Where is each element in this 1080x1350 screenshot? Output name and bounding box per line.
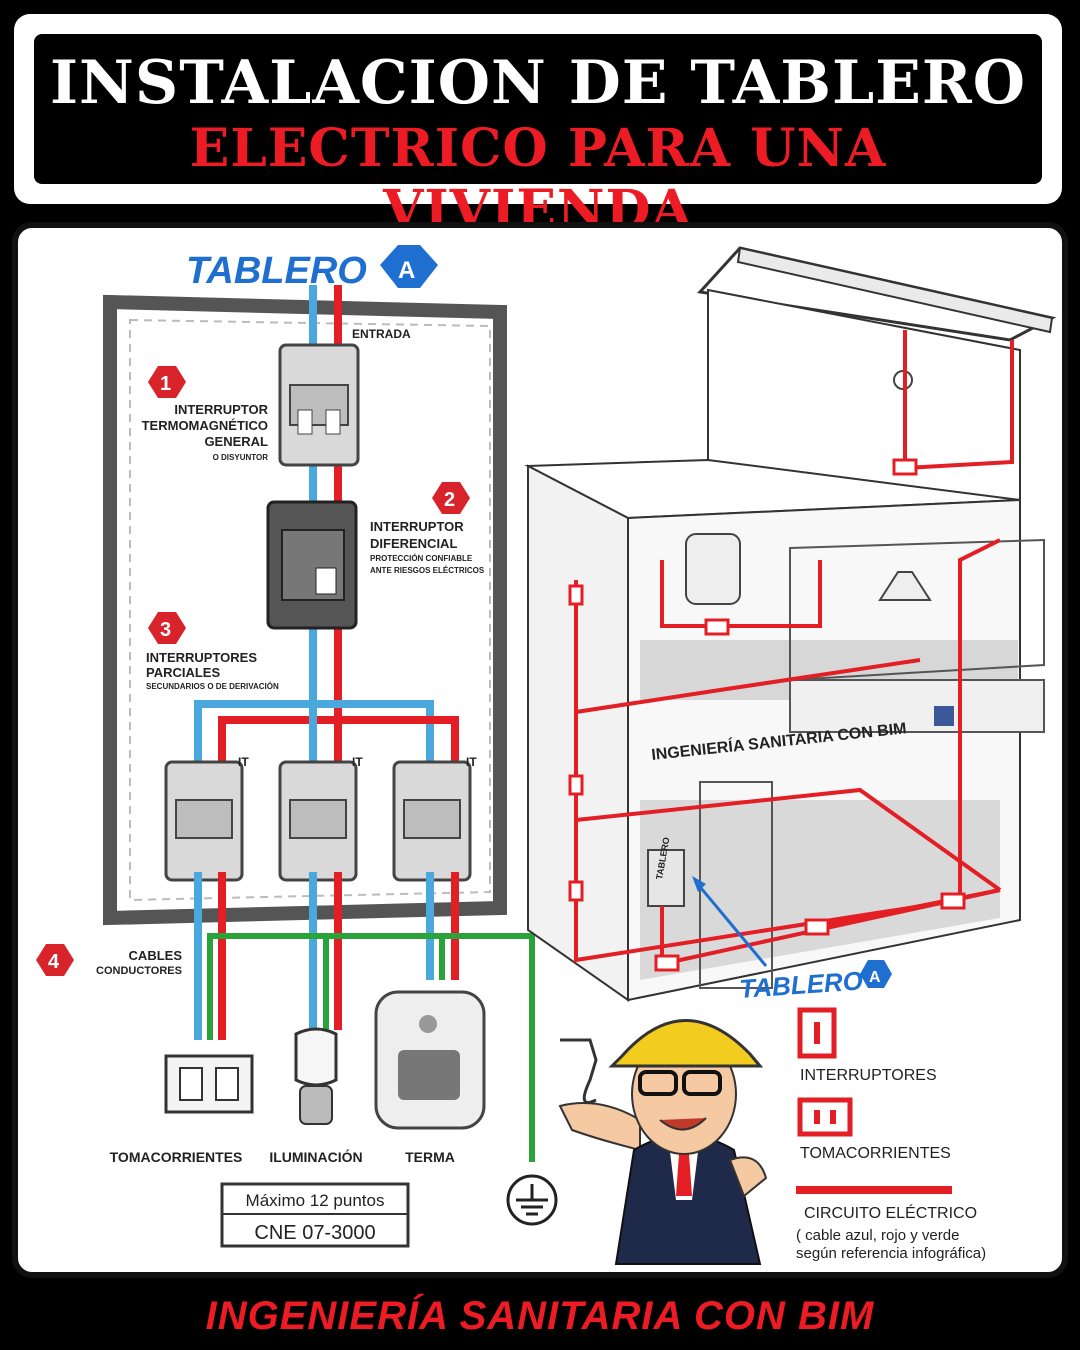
legend-circuito-note-1: ( cable azul, rojo y verde bbox=[796, 1227, 959, 1244]
water-heater-icon bbox=[374, 990, 486, 1130]
footer-bar: INGENIERÍA SANITARIA CON BIM bbox=[0, 1284, 1080, 1350]
max-points-note: Máximo 12 puntos CNE 07-3000 bbox=[220, 1182, 410, 1248]
svg-text:PARCIALES: PARCIALES bbox=[146, 665, 220, 680]
svg-text:DIFERENCIAL: DIFERENCIAL bbox=[370, 536, 457, 551]
it-label-1: IT bbox=[238, 755, 249, 769]
tablero-badge-icon bbox=[380, 245, 438, 288]
tablero-pointer-arrow bbox=[694, 881, 768, 967]
tablero-heading-letter: A bbox=[398, 257, 415, 284]
svg-text:ANTE RIESGOS ELÉCTRICOS: ANTE RIESGOS ELÉCTRICOS bbox=[370, 566, 485, 575]
svg-text:2: 2 bbox=[444, 489, 455, 511]
tablero-pointer-badge-icon bbox=[860, 960, 892, 988]
outlet-icon bbox=[164, 1054, 254, 1114]
svg-text:1: 1 bbox=[160, 373, 171, 395]
svg-text:TERMOMAGNÉTICO: TERMOMAGNÉTICO bbox=[142, 418, 268, 433]
svg-text:O DISYUNTOR: O DISYUNTOR bbox=[213, 453, 269, 462]
svg-text:PROTECCIÓN CONFIABLE: PROTECCIÓN CONFIABLE bbox=[370, 554, 473, 563]
it-label-3: IT bbox=[466, 755, 477, 769]
title-line-2: ELECTRICO PARA UNA VIVIENDA bbox=[189, 118, 887, 240]
svg-text:CONDUCTORES: CONDUCTORES bbox=[96, 965, 182, 977]
house-illustration: TABLERO bbox=[524, 246, 1057, 1002]
facebook-icon bbox=[934, 706, 954, 726]
svg-text:4: 4 bbox=[48, 951, 60, 973]
legend-circuito-note-2: según referencia infográfica) bbox=[796, 1245, 986, 1262]
load-iluminacion: ILUMINACIÓN bbox=[269, 1148, 362, 1165]
svg-text:INTERRUPTOR: INTERRUPTOR bbox=[370, 519, 464, 534]
title-banner: INSTALACION DE TABLERO ELECTRICO PARA UN… bbox=[14, 14, 1062, 240]
step-1: 1 INTERRUPTOR TERMOMAGNÉTICO GENERAL O D… bbox=[142, 366, 269, 462]
load-terma: TERMA bbox=[405, 1149, 455, 1165]
svg-text:CABLES: CABLES bbox=[129, 948, 183, 963]
svg-text:CNE 07-3000: CNE 07-3000 bbox=[254, 1222, 375, 1244]
ground-icon bbox=[506, 1174, 558, 1226]
entrada-label: ENTRADA bbox=[352, 327, 411, 341]
svg-text:GENERAL: GENERAL bbox=[204, 434, 268, 449]
svg-text:SECUNDARIOS O DE DERIVACIÓN: SECUNDARIOS O DE DERIVACIÓN bbox=[146, 682, 279, 691]
it-label-2: IT bbox=[352, 755, 363, 769]
engineer-mascot-icon bbox=[558, 1019, 768, 1265]
legend: INTERRUPTORES TOMACORRIENTES CIRCUITO EL… bbox=[796, 1007, 986, 1262]
svg-text:A: A bbox=[869, 969, 881, 986]
title-inner: INSTALACION DE TABLERO ELECTRICO PARA UN… bbox=[34, 34, 1042, 240]
legend-circuito: CIRCUITO ELÉCTRICO bbox=[804, 1203, 977, 1222]
title-line-1: INSTALACION DE TABLERO bbox=[49, 48, 1027, 118]
breakers-parciales bbox=[164, 760, 472, 882]
step-3: 3 INTERRUPTORES PARCIALES SECUNDARIOS O … bbox=[146, 612, 279, 691]
svg-text:Máximo 12 puntos: Máximo 12 puntos bbox=[246, 1191, 385, 1210]
svg-text:3: 3 bbox=[160, 619, 171, 641]
infographic-svg: TABLERO A ENTRADA IT IT IT bbox=[36, 245, 1057, 1265]
svg-text:INTERRUPTORES: INTERRUPTORES bbox=[146, 650, 257, 665]
load-tomacorrientes: TOMACORRIENTES bbox=[110, 1149, 243, 1165]
svg-text:INTERRUPTOR: INTERRUPTOR bbox=[174, 402, 268, 417]
legend-interruptores: INTERRUPTORES bbox=[800, 1067, 937, 1084]
tablero-heading: TABLERO A bbox=[186, 245, 438, 292]
step-2: 2 INTERRUPTOR DIFERENCIAL PROTECCIÓN CON… bbox=[370, 482, 485, 575]
lightbulb-icon bbox=[294, 1027, 338, 1125]
infographic-panel: TABLERO A ENTRADA IT IT IT bbox=[12, 222, 1068, 1278]
breaker-general bbox=[278, 343, 360, 467]
step-4: 4 CABLES CONDUCTORES bbox=[36, 944, 182, 977]
breaker-diferencial bbox=[266, 500, 358, 630]
legend-tomacorrientes: TOMACORRIENTES bbox=[800, 1145, 951, 1162]
footer-text: INGENIERÍA SANITARIA CON BIM bbox=[205, 1294, 875, 1338]
legend-outlet-icon bbox=[797, 1097, 853, 1137]
